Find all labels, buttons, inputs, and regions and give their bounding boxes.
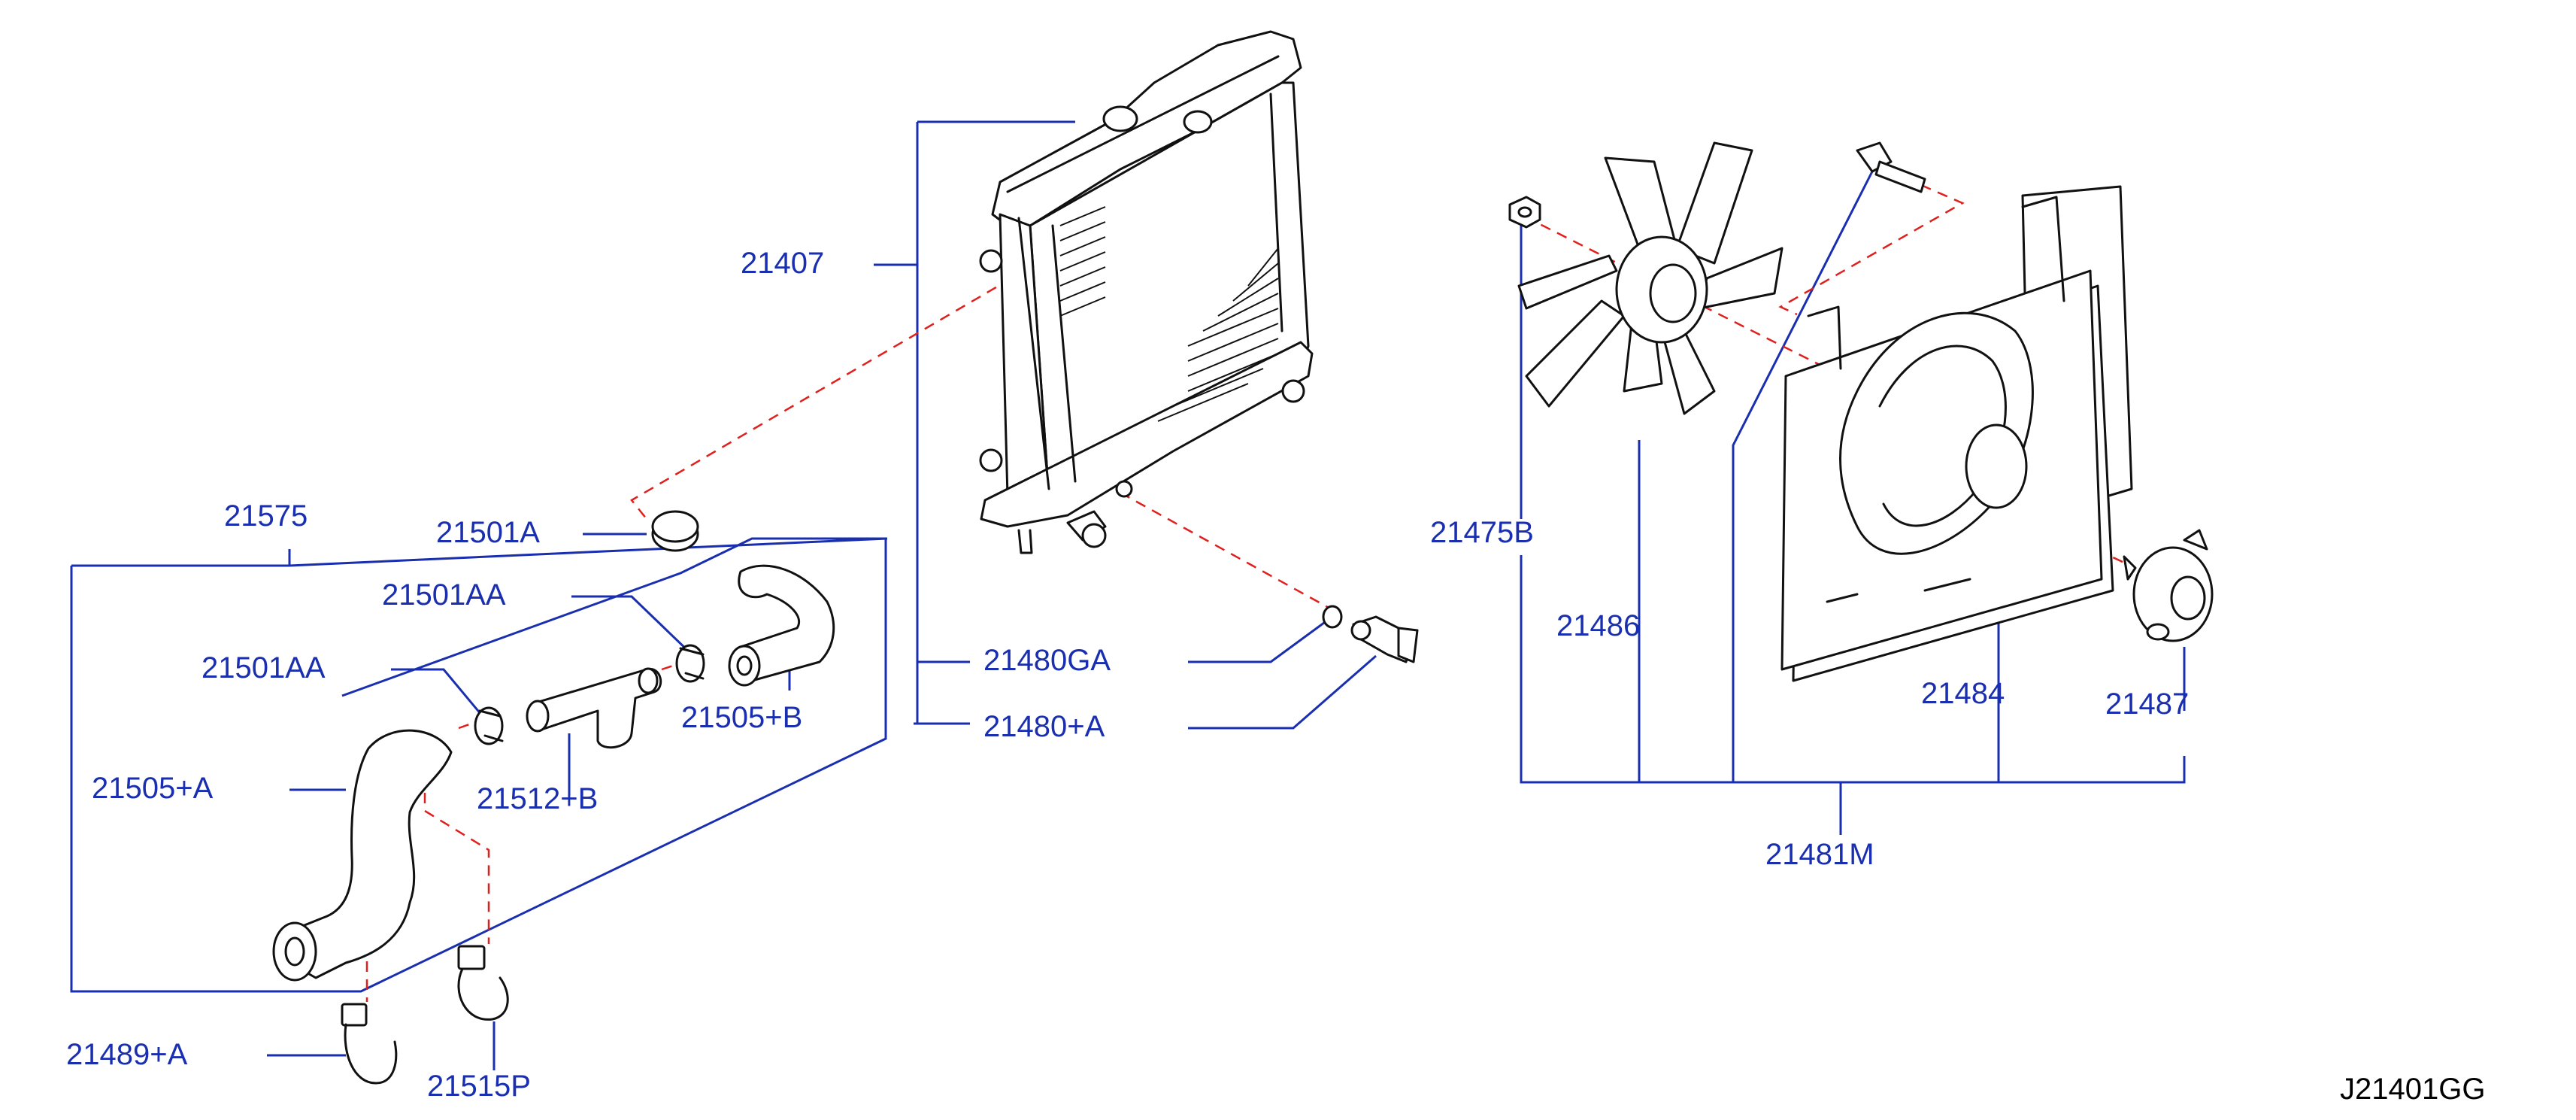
radiator-icon — [979, 30, 1314, 554]
label-21501AA-top[interactable]: 21501AA — [382, 578, 506, 612]
label-21505B[interactable]: 21505+B — [681, 701, 803, 734]
label-21407[interactable]: 21407 — [741, 247, 825, 280]
label-21475B[interactable]: 21475B — [1430, 516, 1534, 549]
fan-shroud-icon — [1780, 185, 2133, 682]
fan-motor-icon — [2123, 529, 2214, 642]
leader-21501AA-left — [391, 668, 483, 715]
fan-blade-icon — [1517, 141, 1784, 415]
hose-clip-a-icon — [341, 1003, 398, 1085]
leader-21481M — [1520, 555, 2186, 784]
label-21484[interactable]: 21484 — [1921, 677, 2005, 710]
label-21575[interactable]: 21575 — [224, 499, 308, 533]
leader-21501AA-top — [571, 595, 693, 656]
diagram-reference-code: J21401GG — [2340, 1073, 2486, 1106]
label-21501A[interactable]: 21501A — [436, 516, 540, 549]
hose-clip-b-icon — [457, 945, 509, 1021]
label-21487[interactable]: 21487 — [2105, 687, 2190, 721]
label-21489A[interactable]: 21489+A — [66, 1038, 188, 1071]
dash-hose-a — [423, 775, 490, 944]
leader-21575-right — [289, 537, 888, 567]
dash-bolt-shroud — [1778, 184, 1965, 316]
hose-clamp-icon — [651, 510, 699, 552]
hose-clamp-upper-icon — [675, 644, 705, 683]
radiator-hose-lower-icon — [272, 729, 453, 982]
dash-drain-to-cock — [1120, 491, 1339, 615]
o-ring-icon — [1322, 605, 1343, 629]
label-21505A[interactable]: 21505+A — [92, 772, 214, 805]
leader-21481M-bolt — [1732, 171, 1874, 782]
bolt-icon — [1856, 141, 1926, 193]
label-21501AA-left[interactable]: 21501AA — [202, 651, 326, 684]
label-21481M[interactable]: 21481M — [1765, 838, 1874, 871]
label-21480GA[interactable]: 21480GA — [983, 644, 1111, 677]
nut-icon — [1508, 196, 1541, 229]
label-21515P[interactable]: 21515P — [427, 1070, 531, 1103]
leader-21480GA — [1188, 619, 1328, 663]
label-21486[interactable]: 21486 — [1556, 609, 1641, 642]
water-pipe-icon — [526, 667, 662, 749]
leader-21575-box — [70, 537, 887, 993]
radiator-hose-upper-icon — [728, 564, 835, 687]
leader-21480A — [1188, 654, 1377, 730]
leader-21407 — [914, 122, 919, 725]
label-21480A[interactable]: 21480+A — [983, 710, 1105, 743]
drain-cock-icon — [1350, 615, 1419, 663]
hose-clamp-lower-icon — [474, 706, 504, 745]
label-21512B[interactable]: 21512+B — [477, 782, 599, 815]
